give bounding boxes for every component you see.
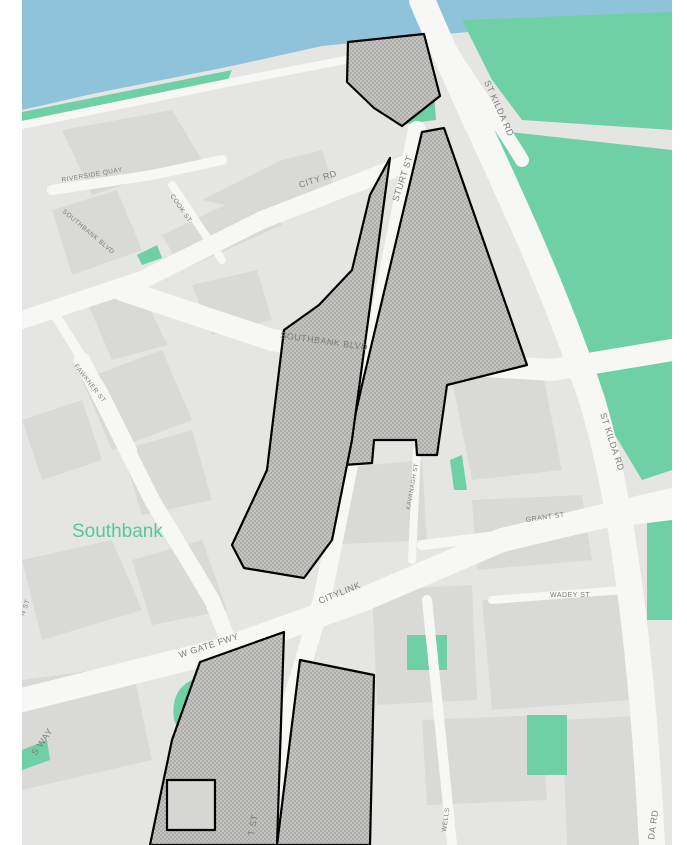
st-kilda-rd bbox=[409, 0, 665, 845]
kavanagh-st bbox=[408, 446, 421, 564]
wells-st bbox=[422, 595, 457, 845]
grant-st bbox=[417, 510, 672, 550]
label-sturt-st-south: T ST bbox=[246, 814, 260, 837]
label-st-kilda-rd-bottom: DA RD bbox=[646, 809, 660, 840]
park-south-east bbox=[527, 715, 567, 775]
small-park-east bbox=[450, 455, 467, 490]
precinct-central-west bbox=[230, 156, 392, 580]
map-frame[interactable]: CITY RD RIVERSIDE QUAY SOUTHBANK BLVD CO… bbox=[22, 0, 672, 845]
precinct-south-east bbox=[275, 658, 376, 845]
fawkner-st bbox=[47, 305, 137, 455]
suburb-label: Southbank bbox=[72, 521, 163, 542]
wadey-st bbox=[488, 586, 626, 604]
riverside-quay bbox=[47, 155, 227, 195]
precinct-areas[interactable] bbox=[148, 32, 529, 845]
west-strip bbox=[137, 245, 162, 265]
label-wadey-st: WADEY ST bbox=[550, 592, 590, 599]
kings-domain-park bbox=[492, 130, 672, 480]
precinct-north bbox=[345, 32, 442, 128]
precinct-south-building bbox=[165, 778, 217, 832]
map-canvas[interactable]: CITY RD RIVERSIDE QUAY SOUTHBANK BLVD CO… bbox=[22, 0, 672, 845]
southwest-strip bbox=[22, 740, 50, 770]
label-wells-st: WELLS bbox=[441, 807, 451, 832]
st-kilda-rd-ramp bbox=[415, 0, 529, 167]
northeast-park bbox=[462, 12, 672, 130]
label-left-edge-st: N ST bbox=[22, 598, 32, 616]
cook-st bbox=[168, 181, 226, 264]
